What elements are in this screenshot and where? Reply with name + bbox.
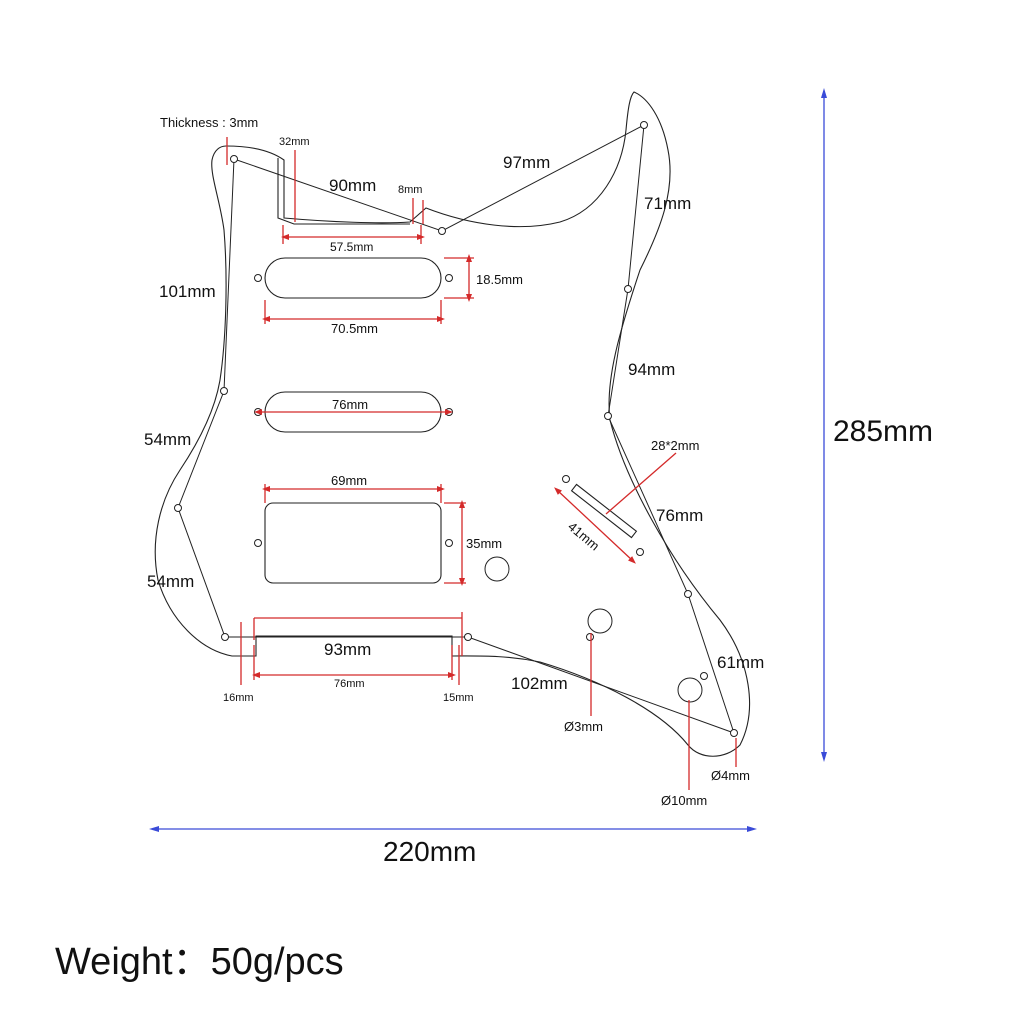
notch-cut bbox=[277, 158, 410, 225]
screw-hole bbox=[464, 633, 472, 641]
screw-holes bbox=[174, 121, 738, 737]
control-hole-3 bbox=[677, 677, 703, 703]
screw-hole bbox=[438, 227, 446, 235]
screw-hole bbox=[220, 387, 228, 395]
screw-hole bbox=[604, 412, 612, 420]
label-hole-3mm: Ø3mm bbox=[564, 719, 603, 734]
label-54mm-upper: 54mm bbox=[144, 430, 191, 449]
screw-line-treble bbox=[607, 124, 735, 734]
label-32mm: 32mm bbox=[279, 136, 310, 148]
label-69mm: 69mm bbox=[331, 473, 367, 488]
label-94mm: 94mm bbox=[628, 360, 675, 379]
label-76mm-edge: 76mm bbox=[656, 506, 703, 525]
screw-hole bbox=[562, 475, 570, 483]
screw-hole bbox=[445, 539, 453, 547]
control-hole-1 bbox=[484, 556, 510, 582]
label-61mm: 61mm bbox=[717, 653, 764, 672]
screw-hole bbox=[586, 633, 594, 641]
label-28x2mm: 28*2mm bbox=[651, 438, 699, 453]
label-overall-height: 285mm bbox=[833, 415, 933, 448]
screw-hole bbox=[640, 121, 648, 129]
screw-hole bbox=[254, 539, 262, 547]
screw-hole bbox=[221, 633, 229, 641]
label-57-5mm: 57.5mm bbox=[330, 240, 373, 254]
label-97mm: 97mm bbox=[503, 153, 550, 172]
thickness-label: Thickness : 3mm bbox=[160, 115, 258, 130]
label-overall-width: 220mm bbox=[383, 836, 476, 867]
label-16mm: 16mm bbox=[223, 692, 254, 704]
dimension-lines bbox=[226, 137, 737, 790]
label-41mm: 41mm bbox=[565, 519, 602, 554]
label-101mm: 101mm bbox=[159, 282, 216, 301]
label-76mm-bottom: 76mm bbox=[334, 678, 365, 690]
control-hole-2 bbox=[587, 608, 613, 634]
label-76mm-pickup2: 76mm bbox=[332, 397, 368, 412]
screw-hole bbox=[445, 274, 453, 282]
screw-hole bbox=[174, 504, 182, 512]
label-35mm: 35mm bbox=[466, 536, 502, 551]
label-54mm-lower: 54mm bbox=[147, 572, 194, 591]
label-70-5mm: 70.5mm bbox=[331, 321, 378, 336]
screw-hole bbox=[684, 590, 692, 598]
label-102mm: 102mm bbox=[511, 674, 568, 693]
label-15mm: 15mm bbox=[443, 692, 474, 704]
label-90mm: 90mm bbox=[329, 176, 376, 195]
screw-hole bbox=[730, 729, 738, 737]
screw-hole bbox=[624, 285, 632, 293]
label-hole-4mm: Ø4mm bbox=[711, 768, 750, 783]
screw-line-bass bbox=[177, 158, 235, 638]
pickguard-outline bbox=[154, 91, 751, 757]
humbucker-cutout bbox=[264, 502, 442, 584]
screw-hole bbox=[700, 672, 708, 680]
pickup1-cutout bbox=[264, 257, 442, 299]
label-8mm: 8mm bbox=[398, 184, 422, 196]
screw-hole bbox=[254, 274, 262, 282]
screw-hole bbox=[636, 548, 644, 556]
label-hole-10mm: Ø10mm bbox=[661, 793, 707, 808]
screw-line-bottom bbox=[225, 636, 735, 734]
label-93mm: 93mm bbox=[324, 640, 371, 659]
label-18-5mm: 18.5mm bbox=[476, 272, 523, 287]
weight-label: Weight：50g/pcs bbox=[55, 941, 344, 983]
label-71mm: 71mm bbox=[644, 194, 691, 213]
screw-hole bbox=[230, 155, 238, 163]
